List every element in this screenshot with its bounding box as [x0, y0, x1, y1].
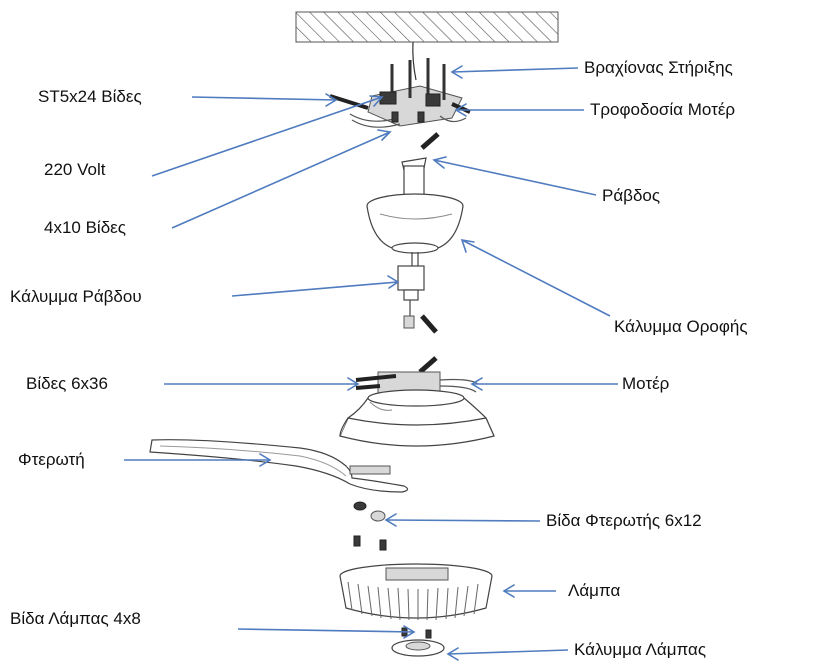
pointer-arrows	[124, 65, 618, 661]
lamp-part	[339, 563, 493, 621]
rod-cover-part	[397, 252, 438, 334]
label-st5x24-screws: ST5x24 Βίδες	[38, 87, 142, 106]
label-lamp-cover: Κάλυμμα Λάμπας	[574, 640, 707, 659]
label-4x10-screws: 4x10 Βίδες	[44, 218, 126, 237]
label-motor: Μοτέρ	[622, 374, 670, 393]
blade-part	[149, 439, 409, 493]
motor-part	[339, 356, 495, 447]
rod-connector-part	[401, 132, 440, 171]
label-220-volt: 220 Volt	[44, 160, 106, 179]
label-blade-screw: Βίδα Φτερωτής 6x12	[546, 511, 702, 530]
label-6x36-screws: Βίδες 6x36	[26, 374, 108, 393]
label-rod-cover: Κάλυμμα Ράβδου	[10, 287, 142, 306]
label-blade: Φτερωτή	[18, 450, 85, 469]
ceiling	[295, 11, 559, 81]
label-ceiling-cover: Κάλυμμα Οροφής	[614, 317, 748, 336]
label-rod: Ράβδος	[602, 186, 661, 205]
label-motor-power: Τροφοδοσία Μοτέρ	[590, 100, 736, 119]
ceiling-canopy-part	[366, 165, 464, 254]
mounting-bracket-part	[329, 58, 471, 128]
label-mounting-bracket: Βραχίονας Στήριξης	[584, 58, 733, 77]
label-lamp-screw: Βίδα Λάμπας 4x8	[10, 609, 141, 628]
blade-screws-part	[353, 501, 387, 551]
label-lamp: Λάμπα	[568, 581, 621, 600]
